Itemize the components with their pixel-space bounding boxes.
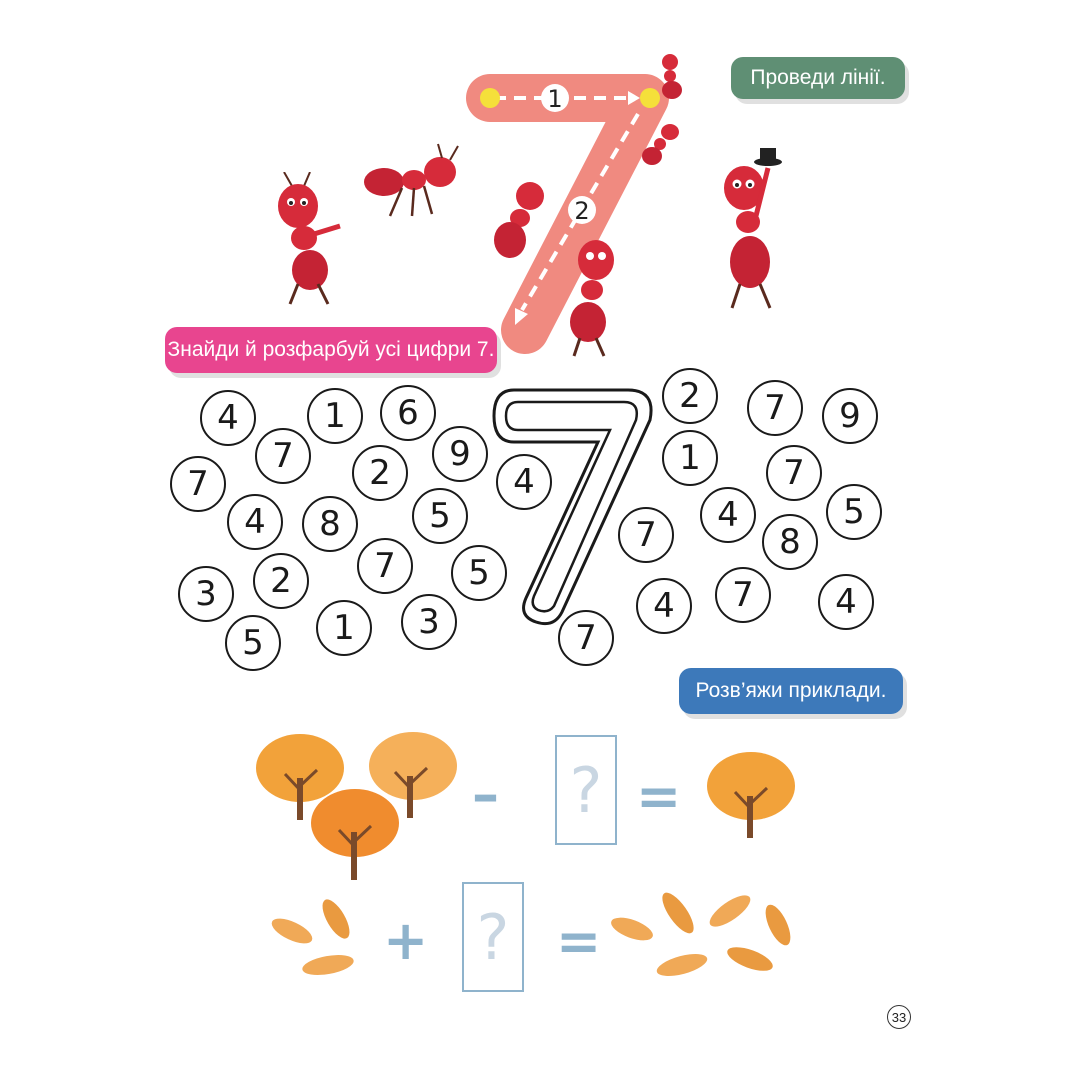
solve-instruction-label: Розв’яжи приклади.: [679, 668, 903, 714]
ant-standing-left-illustration: [278, 172, 341, 305]
digit-circle[interactable]: 5: [451, 545, 507, 601]
ant-holding-illustration: [570, 240, 614, 357]
one-tree-illustration: [707, 752, 795, 838]
stroke-number-1: 1: [547, 85, 562, 113]
ant-climbing-middle-illustration: [642, 124, 679, 165]
digit-circle[interactable]: 6: [380, 385, 436, 441]
stroke-number-2: 2: [574, 197, 589, 225]
find-instruction-label: Знайди й розфарбуй усі цифри 7.: [165, 327, 497, 373]
tracing-seven[interactable]: 1 2: [460, 70, 690, 360]
three-trees-illustration: [256, 732, 457, 880]
minus-sign: –: [472, 763, 499, 826]
ant-pushing-illustration: [494, 182, 544, 258]
answer-box-row1[interactable]: ?: [555, 735, 617, 845]
equals-sign-row2: =: [556, 910, 602, 973]
digit-circle[interactable]: 4: [200, 390, 256, 446]
digit-circle[interactable]: 5: [412, 488, 468, 544]
ant-with-hat-illustration: [724, 148, 782, 309]
stroke-number-2-badge: [568, 196, 596, 224]
equals-sign-row1: =: [636, 765, 682, 828]
digit-circle[interactable]: 1: [662, 430, 718, 486]
trace-instruction-label: Проведи лінії.: [731, 57, 905, 99]
plus-sign: +: [383, 909, 429, 972]
digit-circle[interactable]: 9: [432, 426, 488, 482]
digit-circle[interactable]: 5: [225, 615, 281, 671]
digit-circle[interactable]: 7: [170, 456, 226, 512]
digit-circle[interactable]: 4: [636, 578, 692, 634]
digit-circle[interactable]: 2: [662, 368, 718, 424]
digit-circle[interactable]: 7: [747, 380, 803, 436]
digit-circle[interactable]: 7: [618, 507, 674, 563]
stroke-number-1-badge: [541, 84, 569, 112]
digit-circle[interactable]: 3: [401, 594, 457, 650]
ant-climbing-top-illustration: [662, 54, 682, 99]
digit-circle[interactable]: 7: [255, 428, 311, 484]
three-leaves-illustration: [271, 899, 354, 975]
page-number: 33: [887, 1005, 911, 1029]
digit-circle[interactable]: 2: [352, 445, 408, 501]
digit-circle[interactable]: 7: [766, 445, 822, 501]
digit-circle[interactable]: 1: [307, 388, 363, 444]
digit-circle[interactable]: 7: [357, 538, 413, 594]
digit-circle[interactable]: 4: [227, 494, 283, 550]
outline-seven-graphic: [492, 388, 653, 626]
digit-circle[interactable]: 1: [316, 600, 372, 656]
digit-circle[interactable]: 4: [700, 487, 756, 543]
digit-circle[interactable]: 9: [822, 388, 878, 444]
digit-circle[interactable]: 5: [826, 484, 882, 540]
many-leaves-illustration: [611, 892, 791, 976]
digit-circle[interactable]: 7: [715, 567, 771, 623]
digit-circle[interactable]: 7: [558, 610, 614, 666]
digit-circle[interactable]: 8: [302, 496, 358, 552]
ant-walking-illustration: [364, 143, 459, 217]
digit-circle[interactable]: 3: [178, 566, 234, 622]
digit-circle[interactable]: 4: [818, 574, 874, 630]
digit-circle[interactable]: 2: [253, 553, 309, 609]
digit-circle[interactable]: 4: [496, 454, 552, 510]
digit-circle[interactable]: 8: [762, 514, 818, 570]
answer-box-row2[interactable]: ?: [462, 882, 524, 992]
